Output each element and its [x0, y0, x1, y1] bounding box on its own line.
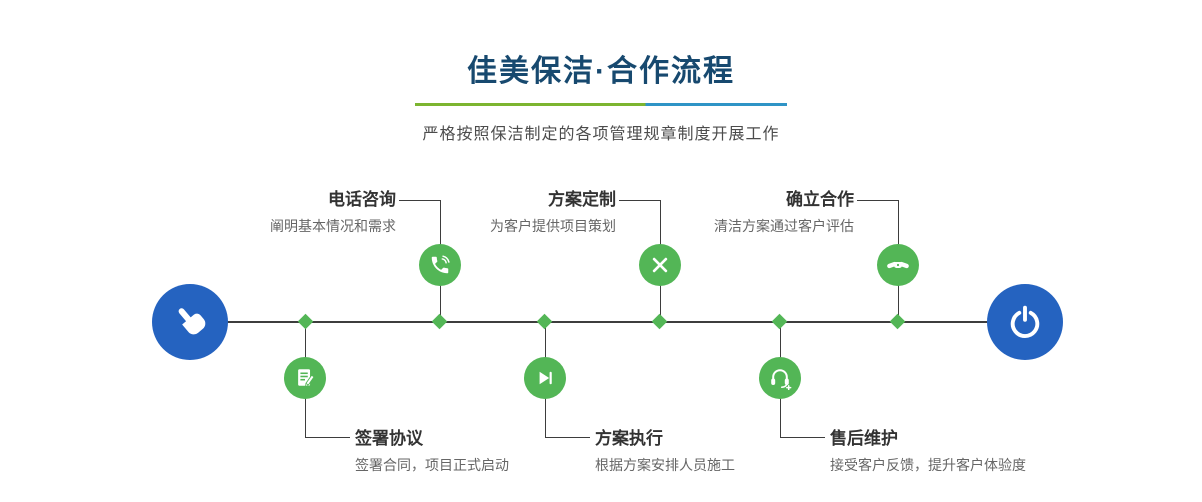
phone-icon [431, 255, 450, 274]
step-desc: 根据方案安排人员施工 [595, 457, 735, 473]
page-title: 佳美保洁·合作流程 [467, 55, 735, 88]
start-node [152, 284, 228, 360]
timeline-node-diamond [297, 313, 314, 330]
contract-icon [298, 369, 315, 388]
timeline-node-diamond [431, 313, 448, 330]
headset-icon [771, 369, 792, 390]
step-desc: 清洁方案通过客户评估 [714, 218, 854, 234]
timeline-node-diamond [536, 313, 553, 330]
play-icon [539, 371, 552, 385]
step-circle-service [759, 357, 801, 399]
title-underline [415, 103, 787, 106]
connector-line [780, 437, 825, 438]
step-title: 确立合作 [786, 190, 854, 209]
step-desc: 为客户提供项目策划 [490, 218, 616, 234]
step-desc: 接受客户反馈，提升客户体验度 [830, 457, 1026, 473]
step-after-sales: 售后维护 接受客户反馈，提升客户体验度 [830, 427, 1026, 475]
connector-line [305, 437, 350, 438]
step-desc: 签署合同，项目正式启动 [355, 457, 509, 473]
connector-line [619, 200, 660, 201]
connector-line [399, 200, 440, 201]
page-subtitle: 严格按照保洁制定的各项管理规章制度开展工作 [422, 126, 780, 143]
step-establish-cooperation: 确立合作 清洁方案通过客户评估 [714, 188, 854, 236]
handshake-icon [887, 261, 909, 269]
step-plan-custom: 方案定制 为客户提供项目策划 [490, 188, 616, 236]
step-plan-execute: 方案执行 根据方案安排人员施工 [595, 427, 735, 475]
timeline-node-diamond [889, 313, 906, 330]
step-sign-agreement: 签署协议 签署合同，项目正式启动 [355, 427, 509, 475]
step-circle-execute [524, 357, 566, 399]
step-circle-phone [419, 244, 461, 286]
step-title: 电话咨询 [328, 190, 396, 209]
step-circle-contract [284, 357, 326, 399]
end-node [987, 284, 1063, 360]
step-title: 方案定制 [548, 190, 616, 209]
pencil-ruler-icon [652, 257, 668, 273]
timeline-node-diamond [651, 313, 668, 330]
step-circle-design [639, 244, 681, 286]
step-title: 售后维护 [830, 429, 898, 448]
step-circle-cooperate [877, 244, 919, 286]
connector-line [545, 437, 590, 438]
timeline-node-diamond [771, 313, 788, 330]
power-icon [1010, 305, 1040, 338]
connector-line [857, 200, 898, 201]
pointer-hand-icon [178, 308, 206, 335]
step-desc: 阐明基本情况和需求 [270, 218, 396, 234]
step-phone-consult: 电话咨询 阐明基本情况和需求 [270, 188, 396, 236]
timeline-line [190, 321, 1025, 323]
step-title: 签署协议 [355, 429, 423, 448]
step-title: 方案执行 [595, 429, 663, 448]
